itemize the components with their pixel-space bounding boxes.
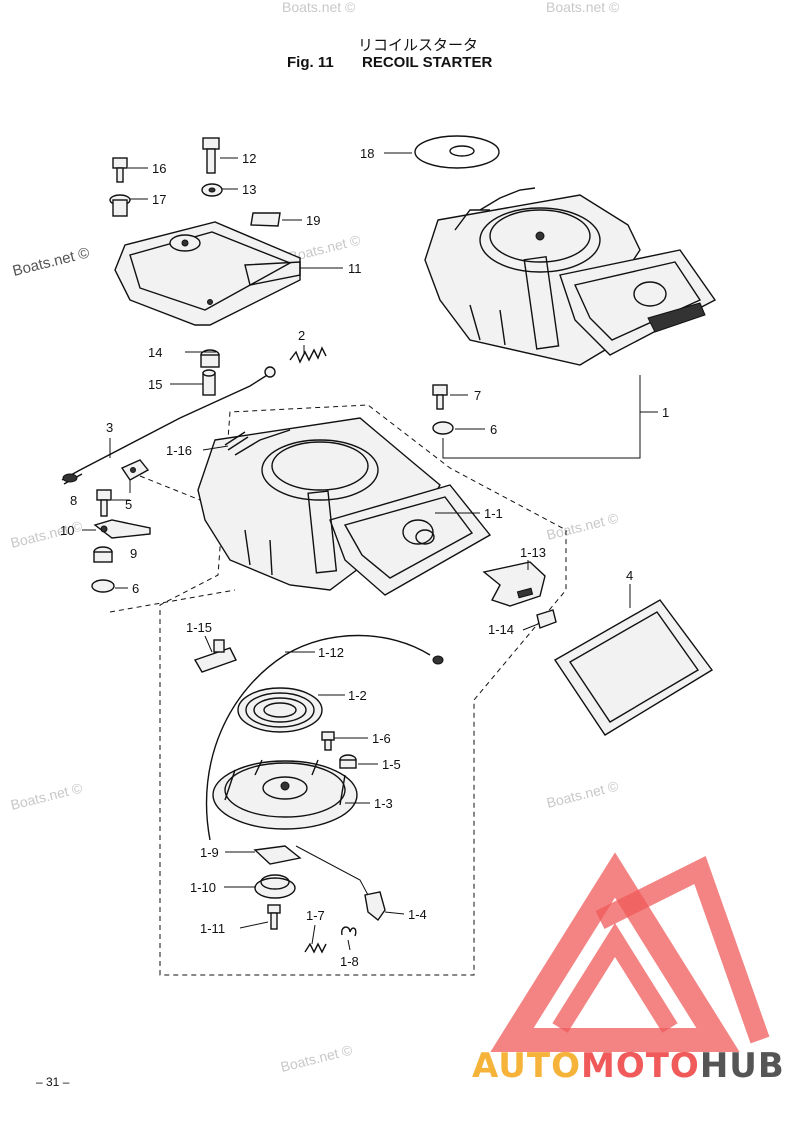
label-6: 6 [132, 581, 139, 596]
label-5: 5 [125, 497, 132, 512]
label-1-7: 1-7 [306, 908, 325, 923]
logo-part-auto: AUTO [472, 1046, 581, 1086]
label-1-14: 1-14 [488, 622, 514, 637]
label-1-12: 1-12 [318, 645, 344, 660]
figure-title: RECOIL STARTER [362, 54, 493, 71]
automotohub-logo-text: AUTOMOTOHUB [472, 1046, 785, 1086]
label-3: 3 [106, 420, 113, 435]
part-15-collar [202, 369, 216, 396]
label-13: 13 [242, 182, 256, 197]
title-japanese: リコイルスタータ [357, 36, 478, 54]
part-1-14-handle-insert [536, 609, 557, 629]
label-2: 2 [298, 328, 305, 343]
assembly-boundary-link [109, 589, 236, 613]
part-6-washer [91, 579, 115, 593]
part-1-12-starter-rope [205, 634, 444, 841]
part-7-bolt [432, 384, 448, 410]
part-12-bolt [202, 137, 220, 174]
part-9-collar [93, 546, 113, 563]
part-1-11-screw [267, 904, 281, 930]
part-1-5-collar [339, 754, 357, 769]
leader-lines [82, 152, 658, 951]
part-1-7-spring [304, 942, 327, 954]
watermark-text: Boats.net © [545, 777, 621, 810]
label-9: 9 [130, 546, 137, 561]
label-12: 12 [242, 151, 256, 166]
watermark-text: Boats.net © [279, 1041, 355, 1074]
part-labels: 18 16 17 12 13 19 11 14 15 2 3 7 6 1 1-1… [60, 146, 669, 969]
watermark-text: Boats.net © [282, 0, 356, 15]
part-1-16-clip [224, 431, 249, 451]
part-19-label [250, 212, 281, 227]
label-15: 15 [148, 377, 162, 392]
watermark-text: Boats.net © [545, 509, 621, 542]
part-1-15-guide [193, 639, 237, 673]
part-1-4-pawl [364, 891, 386, 922]
label-10: 10 [60, 523, 74, 538]
part-6-washer [432, 421, 454, 435]
label-8: 8 [70, 493, 77, 508]
part-1-9-plate [253, 845, 302, 865]
label-1-16: 1-16 [166, 443, 192, 458]
label-1-9: 1-9 [200, 845, 219, 860]
label-1-4: 1-4 [408, 907, 427, 922]
part-5-lever [120, 459, 150, 481]
label-1-15: 1-15 [186, 620, 212, 635]
label-1-10: 1-10 [190, 880, 216, 895]
page-number: – 31 – [36, 1075, 70, 1089]
label-6: 6 [490, 422, 497, 437]
part-1-13-starter-handle [482, 561, 546, 607]
part-1-2-spiral-spring [237, 687, 323, 733]
figure-number: Fig. 11 [287, 54, 334, 71]
part-2-spring [289, 346, 327, 364]
assembly-boundary-link [139, 475, 206, 503]
label-1-8: 1-8 [340, 954, 359, 969]
label-16: 16 [152, 161, 166, 176]
label-1-11: 1-11 [200, 921, 225, 936]
automotohub-logo-icon [490, 852, 770, 1052]
part-1-8-spring [341, 926, 357, 937]
label-1-2: 1-2 [348, 688, 367, 703]
part-4-seal [554, 599, 714, 736]
label-4: 4 [626, 568, 633, 583]
logo-part-moto: MOTO [580, 1046, 700, 1086]
label-1: 1 [662, 405, 669, 420]
logo-part-hub: HUB [699, 1046, 785, 1086]
label-1-3: 1-3 [374, 796, 393, 811]
watermark-text: Boats.net © [9, 779, 85, 812]
part-14-collar [200, 349, 220, 368]
label-7: 7 [474, 388, 481, 403]
label-1-1: 1-1 [484, 506, 503, 521]
assembly-boundary [159, 404, 567, 976]
part-11-starter-cover [114, 221, 301, 326]
label-1-6: 1-6 [372, 731, 391, 746]
part-1-recoil-starter-assembly [424, 187, 717, 366]
part-1-1-starter-housing [197, 417, 492, 596]
label-11: 11 [348, 261, 362, 276]
label-1-5: 1-5 [382, 757, 401, 772]
part-1-3-reel [212, 759, 358, 830]
part-1-6-screw [321, 731, 335, 751]
label-18: 18 [360, 146, 374, 161]
part-3-cable [61, 366, 276, 485]
watermark-text: Boats.net © [11, 244, 91, 280]
part-10-link [93, 519, 151, 539]
part-17-collar [109, 194, 131, 217]
part-8-bolt [96, 489, 112, 517]
watermark-text: Boats.net © [546, 0, 620, 15]
part-18-washer [414, 135, 500, 169]
label-17: 17 [152, 192, 166, 207]
part-1-10-drive-plate [254, 874, 296, 899]
label-19: 19 [306, 213, 320, 228]
label-14: 14 [148, 345, 162, 360]
part-13-washer [201, 183, 223, 197]
part-16-bolt [112, 157, 128, 183]
label-1-13: 1-13 [520, 545, 546, 560]
